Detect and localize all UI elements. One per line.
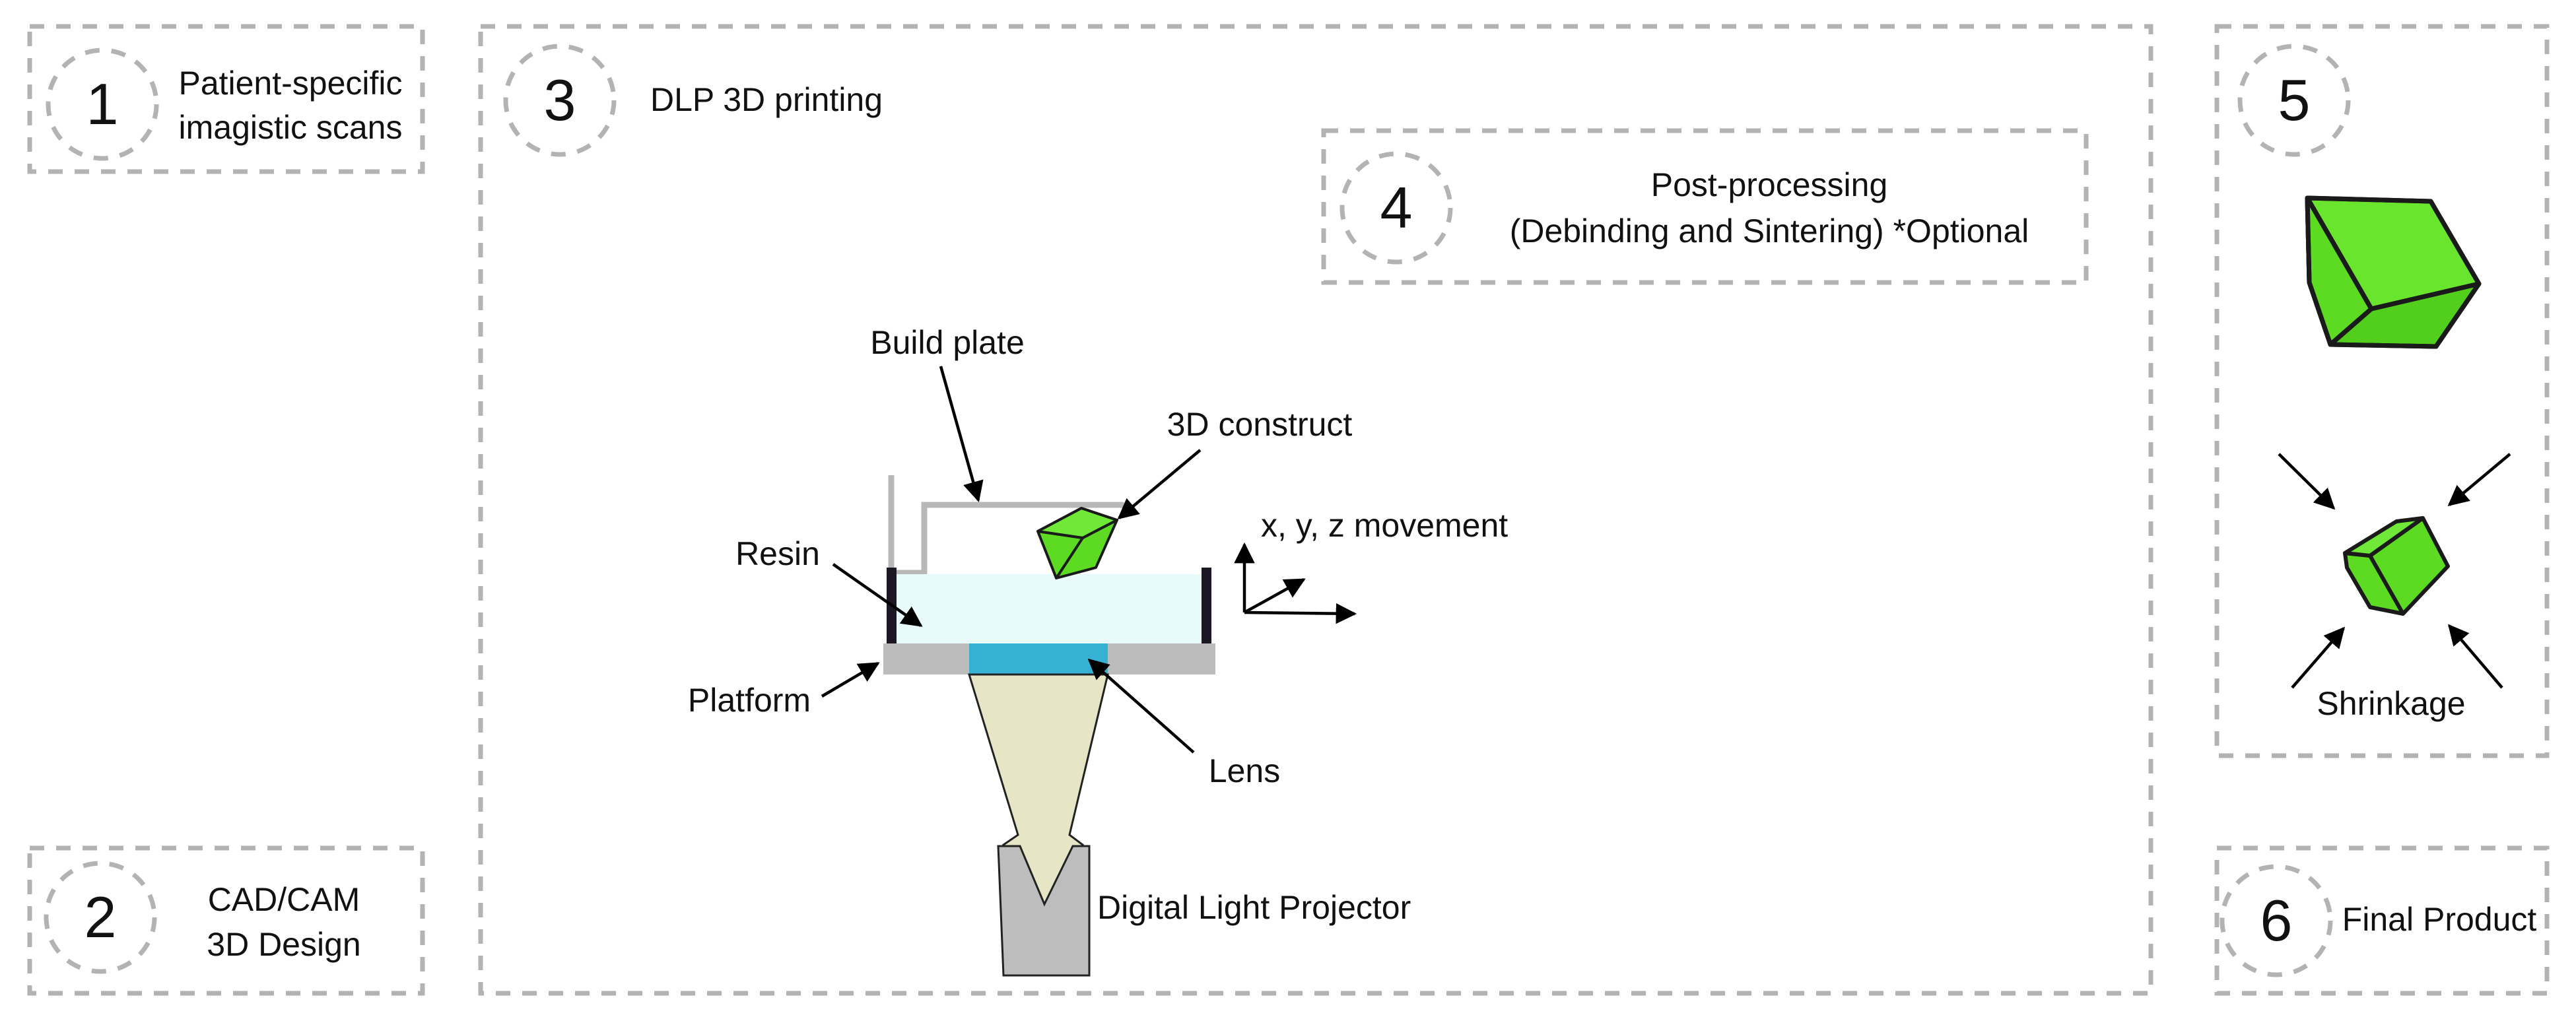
step-1-circle <box>46 48 159 161</box>
step-6-box <box>2214 845 2550 996</box>
build-plate-pointer <box>939 366 984 503</box>
step-3-label: DLP 3D printing <box>650 81 883 118</box>
arrow-icon <box>2447 624 2503 689</box>
shrinkage-arrows <box>2278 453 2511 689</box>
step-4-label-line-2: (Debinding and Sintering) *Optional <box>1510 213 2029 249</box>
large-cube-icon <box>2305 195 2482 349</box>
lens <box>969 643 1108 674</box>
construct-cube-icon <box>1036 507 1118 579</box>
step-3-circle <box>503 44 617 157</box>
step-5-box <box>2214 24 2550 758</box>
dlp-printer-illustration: Build plate 3D construct x, y, z movemen… <box>688 324 1508 977</box>
digital-light-projector <box>997 845 1091 977</box>
step-1-number: 1 <box>86 71 119 137</box>
lens-pointer <box>1087 658 1195 754</box>
step-5-number: 5 <box>2278 67 2311 133</box>
step-4-circle <box>1339 151 1453 265</box>
construct-pointer <box>1117 449 1202 520</box>
step-2-circle <box>44 861 157 974</box>
construct-label: 3D construct <box>1167 406 1353 443</box>
projector-label: Digital Light Projector <box>1097 889 1411 926</box>
shrinkage-label: Shrinkage <box>2317 685 2465 722</box>
axes-icon <box>1234 542 1357 624</box>
build-plate-label: Build plate <box>870 324 1025 361</box>
lens-label: Lens <box>1209 752 1280 789</box>
step-5-circle <box>2237 44 2351 157</box>
step-6-label: Final Product <box>2342 901 2537 938</box>
step-3-box <box>478 24 2153 996</box>
movement-label: x, y, z movement <box>1261 507 1508 544</box>
resin <box>895 574 1205 643</box>
step-1-box <box>27 24 425 174</box>
platform-label: Platform <box>688 682 811 719</box>
step-6-circle <box>2220 864 2333 977</box>
vat-wall-right <box>1202 568 1211 647</box>
arrow-icon <box>2447 453 2511 507</box>
small-cube-icon <box>2343 516 2450 616</box>
step-2-label-line-2: 3D Design <box>207 926 360 963</box>
step-1-label-line-1: Patient-specific <box>178 65 402 102</box>
vat-wall-left <box>887 568 897 647</box>
step-2-panel: 2 CAD/CAM 3D Design <box>27 845 425 996</box>
step-1-label-line-2: imagistic scans <box>179 109 403 146</box>
step-3-number: 3 <box>544 67 576 133</box>
resin-label: Resin <box>735 535 820 572</box>
step-4-panel: 4 Post-processing (Debinding and Sinteri… <box>1321 128 2089 285</box>
step-4-number: 4 <box>1380 175 1413 240</box>
resin-pointer <box>832 563 923 627</box>
step-1-panel: 1 Patient-specific imagistic scans <box>27 24 425 174</box>
step-3-panel: 3 DLP 3D printing <box>478 24 2153 996</box>
arrow-icon <box>2278 453 2336 510</box>
step-5-panel: 5 Shrinkage <box>2214 24 2550 758</box>
arrow-icon <box>2291 626 2346 689</box>
platform-pointer <box>821 662 880 698</box>
step-6-panel: 6 Final Product <box>2214 845 2550 996</box>
step-2-number: 2 <box>85 884 117 950</box>
step-6-number: 6 <box>2260 888 2293 953</box>
step-2-label-line-1: CAD/CAM <box>208 881 360 918</box>
step-4-label-line-1: Post-processing <box>1651 166 1888 203</box>
step-4-box <box>1321 128 2089 285</box>
step-2-box <box>27 845 425 996</box>
